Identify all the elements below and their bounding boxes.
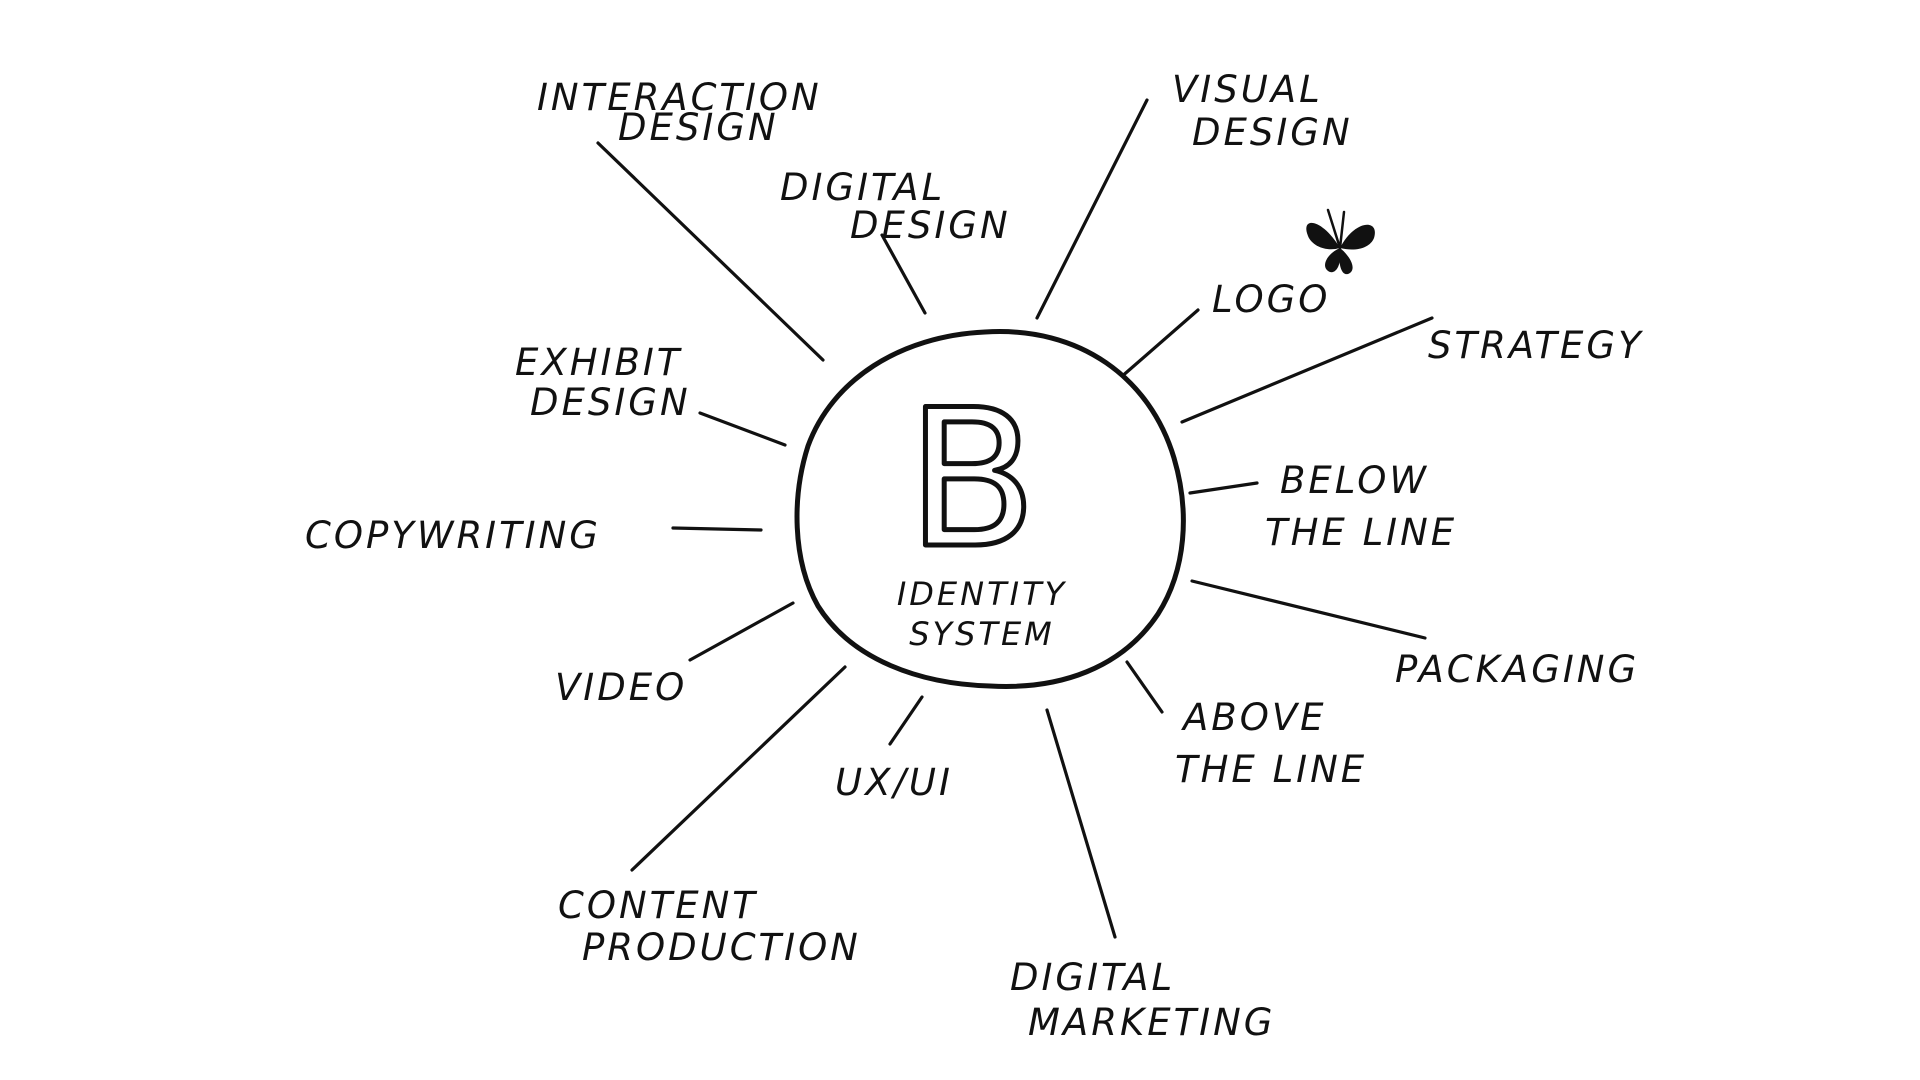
spoke-digital-marketing xyxy=(1045,708,1117,939)
label-logo: LOGO xyxy=(1212,278,1330,321)
label-below-the-line-line2: THE LINE xyxy=(1265,511,1457,554)
node-labels: INTERACTION DESIGN DIGITAL DESIGN VISUAL… xyxy=(305,68,1644,1044)
spoke-above-the-line xyxy=(1125,660,1164,714)
label-strategy: STRATEGY xyxy=(1428,324,1644,367)
spoke-packaging xyxy=(1190,579,1427,640)
label-content-production-line2: PRODUCTION xyxy=(582,926,861,969)
spoke-interaction-design xyxy=(596,141,825,362)
spoke-visual-design xyxy=(1035,98,1149,320)
label-packaging: PACKAGING xyxy=(1395,648,1639,691)
label-below-the-line-line1: BELOW xyxy=(1280,459,1429,502)
label-digital-design-line2: DESIGN xyxy=(850,204,1011,247)
label-exhibit-design-line1: EXHIBIT xyxy=(515,341,682,384)
label-exhibit-design-line2: DESIGN xyxy=(530,381,691,424)
label-digital-design-line1: DIGITAL xyxy=(780,166,945,209)
label-video: VIDEO xyxy=(555,666,687,709)
spoke-strategy xyxy=(1180,316,1434,424)
spoke-exhibit-design xyxy=(698,411,787,447)
label-above-the-line-line1: ABOVE xyxy=(1181,696,1327,739)
hub-subtitle-line1: IDENTITY xyxy=(897,575,1067,613)
label-interaction-design-line1: INTERACTION xyxy=(537,76,822,119)
hub-subtitle-line2: SYSTEM xyxy=(909,615,1055,653)
label-above-the-line-line2: THE LINE xyxy=(1175,748,1367,791)
label-content-production-line1: CONTENT xyxy=(558,884,758,927)
hub-letter: B xyxy=(907,369,1037,590)
label-copywriting: COPYWRITING xyxy=(305,514,601,557)
spoke-logo xyxy=(1118,308,1200,380)
spoke-copywriting xyxy=(671,526,763,532)
spoke-digital-design xyxy=(880,233,927,315)
label-visual-design-line2: DESIGN xyxy=(1192,111,1353,154)
hub-circle xyxy=(794,329,1186,689)
spoke-video xyxy=(688,601,795,662)
label-ux-ui: UX/UI xyxy=(835,761,953,804)
spoke-ux-ui xyxy=(888,695,924,746)
spoke-content-production xyxy=(630,665,847,872)
label-visual-design-line1: VISUAL xyxy=(1172,68,1323,111)
spokes xyxy=(596,98,1434,939)
butterfly-icon xyxy=(1306,208,1375,275)
identity-system-hub: B IDENTITY SYSTEM xyxy=(794,329,1186,689)
spoke-below-the-line xyxy=(1188,481,1259,495)
label-digital-marketing-line2: MARKETING xyxy=(1028,1001,1275,1044)
label-interaction-design-line2: DESIGN xyxy=(618,106,779,149)
label-digital-marketing-line1: DIGITAL xyxy=(1010,956,1175,999)
